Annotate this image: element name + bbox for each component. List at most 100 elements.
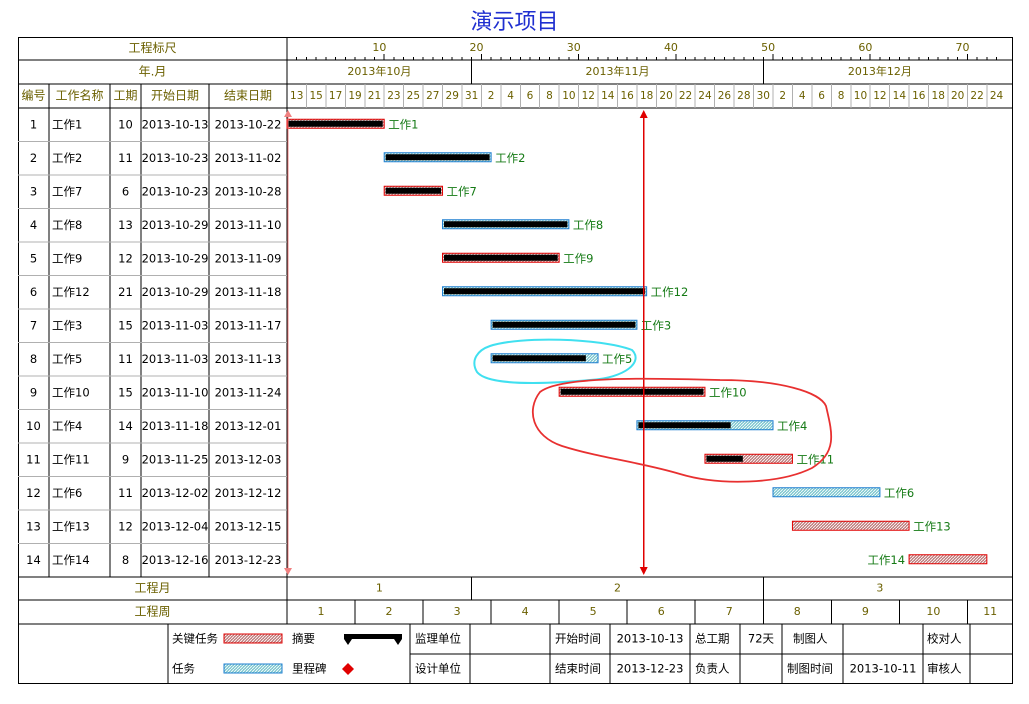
cell-id: 11 [26, 452, 41, 466]
cursor-bottom-arrow-icon[interactable] [639, 567, 648, 575]
cell-duration: 14 [118, 419, 133, 433]
day-label: 10 [854, 90, 867, 102]
cell-id: 8 [30, 352, 37, 366]
task-progress-bar [492, 355, 586, 362]
day-label: 29 [446, 90, 459, 102]
cell-id: 5 [30, 251, 37, 265]
task-bar-label: 工作14 [867, 553, 905, 567]
cell-id: 12 [26, 486, 41, 500]
designer-label: 设计单位 [415, 662, 461, 676]
task-bar[interactable] [908, 554, 988, 565]
task-bar-label: 工作5 [602, 352, 632, 366]
project-week-value: 4 [522, 605, 529, 618]
cell-start: 2013-12-02 [142, 486, 209, 500]
day-label: 16 [621, 90, 635, 102]
task-bar-label: 工作4 [777, 419, 807, 433]
supervisor-label: 监理单位 [415, 632, 461, 646]
ruler-label: 工程标尺 [128, 40, 176, 55]
task-bar-label: 工作10 [709, 385, 747, 399]
cell-duration: 11 [118, 352, 133, 366]
reviewer-label: 审核人 [927, 662, 962, 676]
cell-start: 2013-11-18 [142, 419, 209, 433]
task-progress-bar [444, 221, 568, 228]
cell-end: 2013-12-01 [215, 419, 282, 433]
cell-name: 工作5 [52, 352, 82, 366]
day-label: 20 [951, 90, 964, 102]
project-week-value: 11 [983, 605, 997, 618]
task-bar-label: 工作3 [641, 318, 671, 332]
legend-milestone-label: 里程碑 [292, 662, 327, 676]
ruler-tick-label: 40 [664, 41, 678, 54]
cell-start: 2013-12-16 [142, 553, 209, 567]
end-time-label: 结束时间 [555, 662, 601, 676]
cell-name: 工作9 [52, 251, 82, 265]
cell-name: 工作12 [52, 285, 90, 299]
task-bar-label: 工作7 [447, 184, 477, 198]
day-label: 22 [970, 90, 983, 102]
cell-start: 2013-10-29 [142, 218, 209, 232]
cell-start: 2013-10-13 [142, 117, 209, 131]
cell-name: 工作13 [52, 519, 90, 533]
legend-critical-swatch [223, 633, 283, 644]
task-bar-label: 工作8 [573, 218, 603, 232]
task-bar-label: 工作12 [651, 285, 689, 299]
chart-border [18, 37, 1013, 684]
day-label: 2 [779, 90, 786, 102]
task-bar-label: 工作1 [388, 117, 418, 131]
cell-duration: 9 [122, 452, 129, 466]
day-label: 21 [368, 90, 381, 102]
task-progress-bar [385, 187, 442, 194]
cell-start: 2013-10-29 [142, 251, 209, 265]
day-label: 18 [640, 90, 653, 102]
cell-name: 工作11 [52, 452, 90, 466]
legend-task-swatch [223, 663, 283, 674]
day-label: 2 [488, 90, 495, 102]
task-bar[interactable] [791, 520, 910, 531]
cell-end: 2013-11-09 [215, 251, 282, 265]
task-bar[interactable] [704, 453, 793, 464]
timeline-end-arrow-icon [284, 568, 292, 575]
task-bar[interactable] [772, 487, 881, 498]
cell-start: 2013-11-10 [142, 385, 209, 399]
legend-milestone-icon [342, 663, 354, 675]
drawer-label: 制图人 [793, 632, 828, 646]
column-header-duration: 工期 [113, 89, 137, 103]
project-month-value: 3 [876, 582, 883, 595]
project-month-label: 工程月 [134, 580, 170, 595]
proofreader-label: 校对人 [927, 632, 962, 646]
cell-end: 2013-11-13 [215, 352, 282, 366]
cell-id: 3 [30, 184, 37, 198]
page-title: 演示项目 [470, 10, 559, 35]
cell-id: 14 [26, 553, 41, 567]
cell-start: 2013-11-03 [142, 318, 209, 332]
cell-duration: 10 [118, 117, 133, 131]
cursor-top-arrow-icon[interactable] [639, 110, 648, 118]
task-progress-bar [385, 154, 490, 161]
cell-end: 2013-11-10 [215, 218, 282, 232]
day-label: 4 [507, 90, 514, 102]
day-label: 13 [290, 90, 303, 102]
day-label: 27 [426, 90, 439, 102]
annotation-circle-red [532, 377, 833, 483]
task-progress-bar [638, 422, 731, 429]
cell-name: 工作8 [52, 218, 82, 232]
project-week-label: 工程周 [134, 604, 170, 619]
cell-id: 9 [30, 385, 37, 399]
cell-end: 2013-10-28 [215, 184, 282, 198]
column-header-id: 编号 [21, 88, 45, 103]
project-week-value: 8 [794, 605, 801, 618]
